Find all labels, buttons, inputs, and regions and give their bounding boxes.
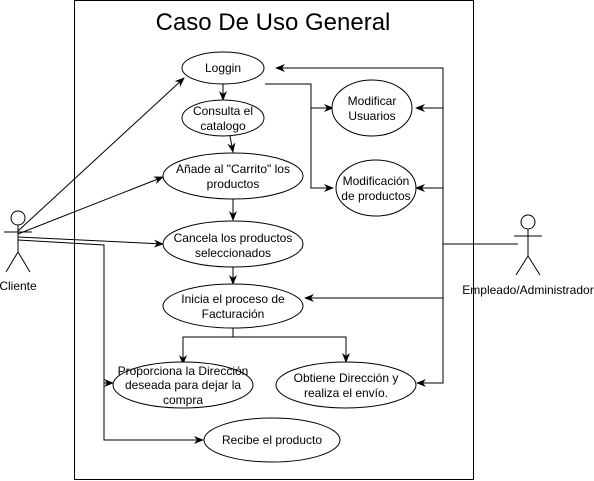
use-case-modusu-label-1: Modificar bbox=[348, 94, 397, 108]
edge-cliente-loggin bbox=[17, 77, 185, 232]
edges bbox=[17, 64, 518, 444]
use-case-consulta[interactable]: Consulta el catalogo bbox=[181, 99, 265, 137]
use-case-direccion-label-2: deseada para dejar la bbox=[125, 378, 241, 392]
use-case-factura-label-1: Inicia el proceso de bbox=[181, 292, 285, 306]
use-case-factura[interactable]: Inicia el proceso de Facturación bbox=[162, 283, 304, 329]
use-case-obtiene[interactable]: Obtiene Dirección y realiza el envío. bbox=[275, 361, 417, 409]
use-case-carrito[interactable]: Añade al "Carrito" los productos bbox=[162, 152, 304, 200]
edge-cliente-direccion bbox=[17, 239, 114, 387]
edge-loggin-modusu bbox=[265, 83, 334, 112]
use-case-recibe[interactable]: Recibe el producto bbox=[203, 417, 341, 463]
actor-empleado[interactable]: Empleado/Administrador bbox=[462, 214, 594, 297]
use-case-cancela-label-2: seleccionados bbox=[195, 246, 271, 260]
actor-empleado-figure-icon bbox=[514, 214, 542, 276]
use-case-consulta-label-2: catalogo bbox=[200, 119, 246, 133]
use-case-direccion-label-1: Proporciona la Dirección bbox=[118, 364, 249, 378]
edge-factura-direccion bbox=[179, 328, 234, 365]
edge-factura-obtiene bbox=[233, 336, 350, 363]
use-case-obtiene-label-1: Obtiene Dirección y bbox=[294, 371, 399, 385]
actor-cliente[interactable]: Cliente bbox=[0, 210, 37, 293]
use-case-modprod[interactable]: Modificación de productos bbox=[335, 159, 417, 217]
use-case-obtiene-label-2: realiza el envío. bbox=[304, 386, 388, 400]
use-case-carrito-label-2: productos bbox=[207, 177, 260, 191]
actor-cliente-label: Cliente bbox=[0, 279, 37, 293]
use-case-cancela[interactable]: Cancela los productos seleccionados bbox=[162, 220, 304, 268]
edge-cliente-recibe bbox=[103, 383, 204, 444]
use-case-cancela-label-1: Cancela los productos bbox=[174, 231, 293, 245]
use-case-modprod-label-2: de productos bbox=[341, 189, 410, 203]
edge-empleado-loggin bbox=[275, 64, 444, 244]
use-case-direccion[interactable]: Proporciona la Dirección deseada para de… bbox=[112, 361, 254, 409]
actor-empleado-label: Empleado/Administrador bbox=[462, 283, 593, 297]
diagram-title: Caso De Uso General bbox=[156, 9, 391, 36]
use-case-modprod-label-1: Modificación bbox=[343, 174, 410, 188]
edge-loggin-modprod bbox=[310, 108, 334, 192]
actor-cliente-figure-icon bbox=[4, 210, 32, 273]
use-case-factura-label-2: Facturación bbox=[202, 307, 265, 321]
use-case-loggin-label: Loggin bbox=[205, 61, 241, 75]
use-case-consulta-label-1: Consulta el bbox=[193, 104, 253, 118]
use-case-modusu[interactable]: Modificar Usuarios bbox=[331, 79, 413, 137]
edge-empleado-obtiene bbox=[416, 298, 444, 387]
edge-cliente-cancela bbox=[17, 236, 164, 248]
edge-consulta-carrito bbox=[227, 135, 236, 153]
use-case-modusu-label-2: Usuarios bbox=[348, 109, 395, 123]
edge-cliente-carrito bbox=[17, 176, 164, 235]
use-case-loggin[interactable]: Loggin bbox=[181, 51, 265, 85]
use-case-direccion-label-3: compra bbox=[163, 393, 203, 407]
use-case-carrito-label-1: Añade al "Carrito" los bbox=[176, 162, 290, 176]
use-case-recibe-label: Recibe el producto bbox=[222, 433, 322, 447]
